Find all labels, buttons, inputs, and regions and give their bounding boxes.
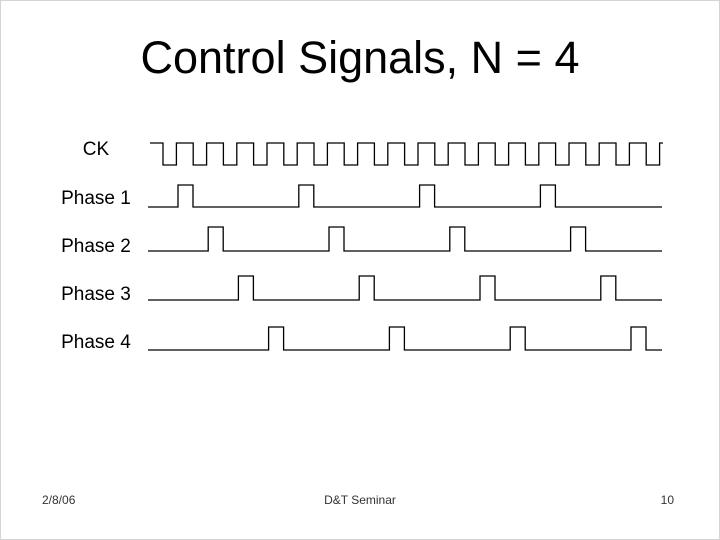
phase-3-waveform	[148, 275, 662, 301]
signal-label-phase-2: Phase 2	[61, 236, 131, 257]
phase-1-waveform	[148, 184, 662, 208]
footer-date: 2/8/06	[42, 493, 76, 507]
clock-waveform	[150, 142, 663, 166]
phase-4-waveform	[148, 326, 662, 351]
footer-seminar-title: D&T Seminar	[324, 493, 396, 507]
signal-label-phase-4: Phase 4	[61, 332, 131, 353]
signal-label-phase-1: Phase 1	[61, 188, 131, 209]
footer-page-number: 10	[660, 493, 674, 507]
phase-2-waveform	[148, 226, 662, 252]
signal-label-ck: CK	[82, 139, 110, 160]
signal-label-phase-3: Phase 3	[61, 284, 131, 305]
slide-title: Control Signals, N = 4	[140, 32, 580, 83]
